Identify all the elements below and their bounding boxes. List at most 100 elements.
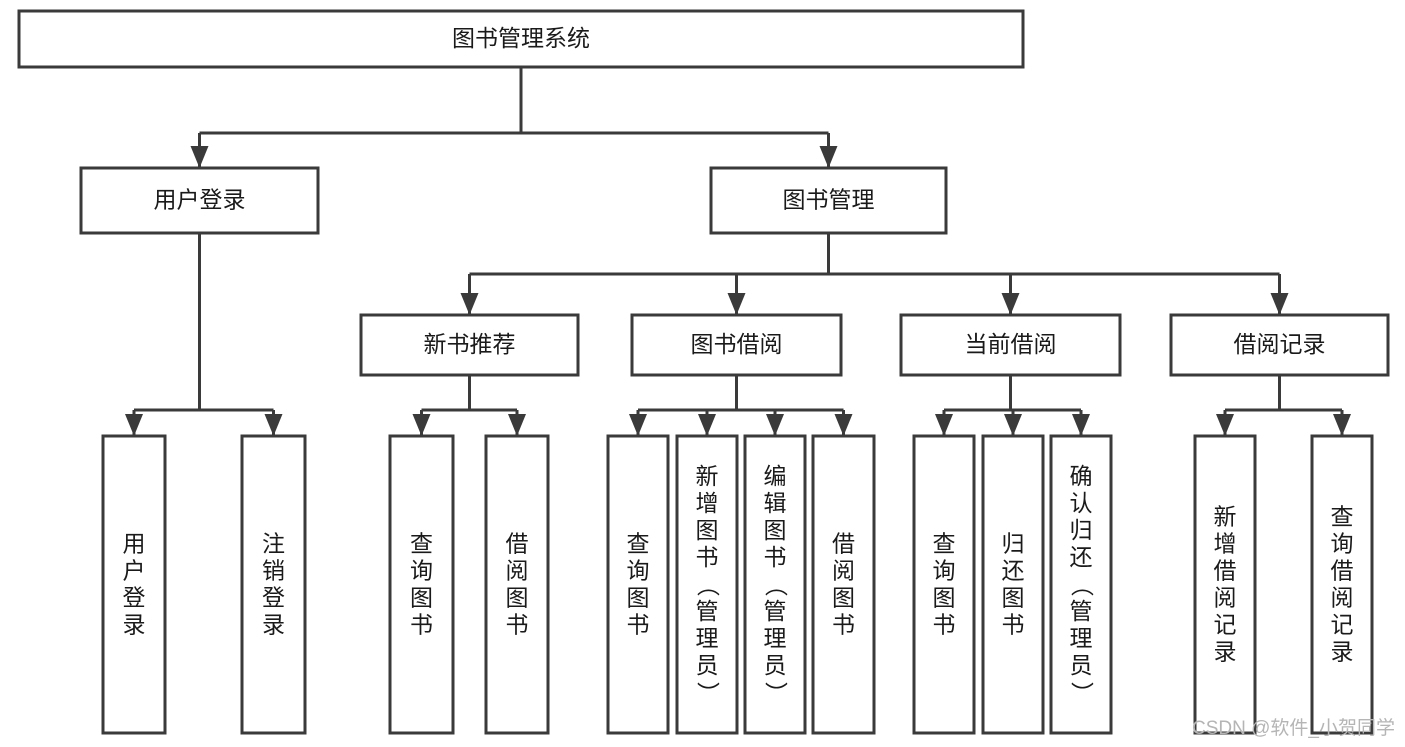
label-char: 增 — [1214, 531, 1237, 557]
label-char: 查 — [627, 531, 650, 557]
label-char: 书 — [764, 544, 787, 570]
level3-node-box-3[interactable] — [1169, 313, 1390, 377]
label-char: 图 — [410, 585, 433, 611]
arrow-head-icon — [834, 414, 853, 436]
leaf-node-box-10[interactable] — [1049, 434, 1113, 735]
leaf-node-box-0[interactable] — [101, 434, 167, 735]
label-char: 登 — [123, 585, 146, 611]
label-char: 阅 — [1331, 585, 1354, 611]
label-char: 归 — [1002, 531, 1025, 557]
label-char: 记 — [1214, 612, 1237, 638]
connector-lines — [125, 67, 1351, 436]
arrow-head-icon — [190, 146, 209, 168]
label-char: （ — [695, 574, 721, 597]
arrow-head-icon — [935, 414, 953, 436]
label-char: 增 — [696, 490, 719, 516]
label-char: 图 — [832, 585, 855, 611]
label-char: 查 — [933, 531, 956, 557]
leaf-node-box-3[interactable] — [484, 434, 550, 735]
label-char: 图 — [696, 517, 719, 543]
leaf-node-box-6[interactable] — [743, 434, 807, 735]
label-char: 理 — [696, 625, 719, 651]
level2-node-box-1[interactable] — [709, 166, 948, 235]
label-char: 借 — [832, 531, 855, 557]
arrow-head-icon — [1270, 293, 1289, 315]
leaf-node-box-4[interactable] — [606, 434, 670, 735]
leaf-node-label-0: 用户登录 — [123, 531, 146, 638]
label-char: 管 — [764, 598, 787, 624]
label-char: 录 — [123, 612, 146, 638]
root-node-box[interactable] — [17, 9, 1025, 69]
label-char: 书 — [832, 612, 855, 638]
label-char: 书 — [410, 612, 433, 638]
arrow-head-icon — [1004, 414, 1022, 436]
label-char: 书 — [627, 612, 650, 638]
arrow-head-icon — [1216, 414, 1234, 436]
arrow-head-icon — [819, 146, 838, 168]
csdn-watermark: CSDN @软件_小贺同学 — [1192, 717, 1395, 739]
level3-node-box-2[interactable] — [899, 313, 1122, 377]
label-char: 录 — [1331, 639, 1354, 665]
label-char: 认 — [1070, 490, 1093, 516]
leaf-node-box-8[interactable] — [912, 434, 976, 735]
label-char: 登 — [262, 585, 285, 611]
label-char: 理 — [1070, 625, 1093, 651]
label-char: 员 — [696, 652, 719, 678]
label-char: 图 — [764, 517, 787, 543]
label-char: 询 — [627, 558, 650, 584]
leaf-node-box-7[interactable] — [811, 434, 876, 735]
leaf-node-box-2[interactable] — [388, 434, 455, 735]
leaf-node-box-9[interactable] — [981, 434, 1045, 735]
label-char: 确 — [1070, 463, 1093, 489]
level3-node-box-0[interactable] — [359, 313, 580, 377]
label-char: 书 — [696, 544, 719, 570]
label-char: 借 — [506, 531, 529, 557]
leaf-node-box-1[interactable] — [240, 434, 307, 735]
label-char: 辑 — [764, 490, 787, 516]
label-char: 员 — [764, 652, 787, 678]
root-node-label: 图书管理系统 — [452, 25, 590, 51]
label-char: 查 — [410, 531, 433, 557]
level3-node-box-1[interactable] — [630, 313, 843, 377]
arrow-head-icon — [1001, 293, 1020, 315]
arrow-head-icon — [766, 414, 784, 436]
arrow-head-icon — [1072, 414, 1090, 436]
label-char: 录 — [262, 612, 285, 638]
label-char: 记 — [1331, 612, 1354, 638]
label-char: （ — [1069, 574, 1095, 597]
level2-node-label-1: 图书管理 — [783, 187, 875, 213]
label-char: 理 — [764, 625, 787, 651]
leaf-node-box-5[interactable] — [675, 434, 739, 735]
label-char: 阅 — [506, 558, 529, 584]
label-char: 录 — [1214, 639, 1237, 665]
label-char: 书 — [933, 612, 956, 638]
label-char: 查 — [1331, 504, 1354, 530]
label-char: 阅 — [832, 558, 855, 584]
label-char: 还 — [1070, 544, 1093, 570]
label-char: 员 — [1070, 652, 1093, 678]
level3-node-label-0: 新书推荐 — [424, 331, 516, 357]
arrow-head-icon — [460, 293, 479, 315]
label-char: ） — [763, 682, 789, 705]
level2-node-box-0[interactable] — [79, 166, 320, 235]
label-char: 书 — [506, 612, 529, 638]
leaf-node-box-11[interactable] — [1193, 434, 1257, 735]
leaf-node-box-12[interactable] — [1310, 434, 1374, 735]
arrow-head-icon — [727, 293, 746, 315]
label-char: 图 — [627, 585, 650, 611]
node-boxes: 图书管理系统用户登录图书管理新书推荐图书借阅当前借阅借阅记录用户登录注销登录查询… — [17, 9, 1390, 735]
label-char: 还 — [1002, 558, 1025, 584]
label-char: 销 — [262, 558, 285, 584]
level3-node-label-2: 当前借阅 — [965, 331, 1057, 357]
